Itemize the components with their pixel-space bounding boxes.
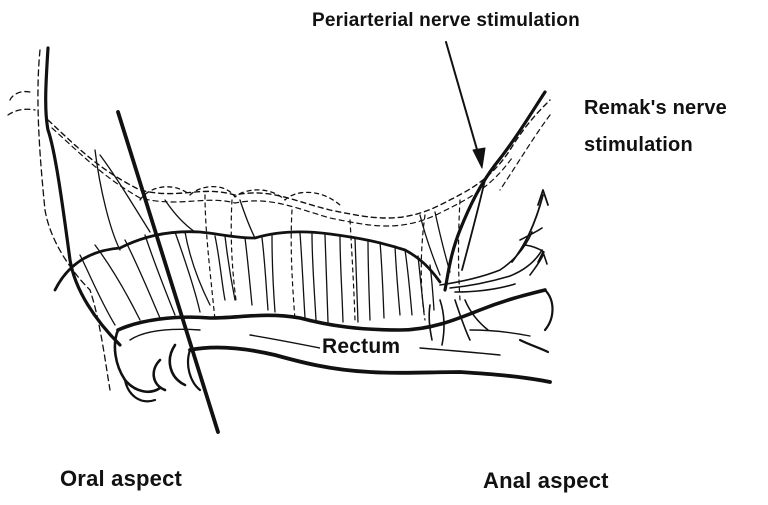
vertical-dashed-3: [291, 210, 295, 320]
transection-line: [118, 112, 218, 432]
vasa-recta: [80, 150, 450, 325]
mesentery-outline-dashed-inner: [52, 128, 512, 226]
vertical-dashed-1: [205, 195, 215, 320]
oral-aspect-label: Oral aspect: [60, 466, 182, 492]
remak-label-line1: Remak's nerve: [584, 97, 727, 120]
left-artery: [46, 48, 120, 345]
vertical-dashed-6: [459, 200, 461, 300]
anal-aspect-label: Anal aspect: [483, 468, 609, 494]
remak-label-line2: stimulation: [584, 134, 693, 157]
rectum-lower-left-loops: [125, 350, 200, 401]
right-artery: [445, 92, 545, 290]
right-artery-branch: [462, 180, 485, 270]
rectum-label: Rectum: [320, 336, 402, 358]
rectum-right-end: [520, 290, 553, 352]
left-dashed-boundary: [38, 50, 110, 390]
periarterial-pointer: [446, 42, 480, 160]
left-dashed-boundary-2: [8, 92, 35, 115]
periarterial-arrowhead: [473, 148, 485, 168]
vertical-dashed-4: [350, 220, 355, 320]
haustra-dashed: [140, 187, 340, 205]
periarterial-label: Periarterial nerve stimulation: [312, 10, 580, 32]
